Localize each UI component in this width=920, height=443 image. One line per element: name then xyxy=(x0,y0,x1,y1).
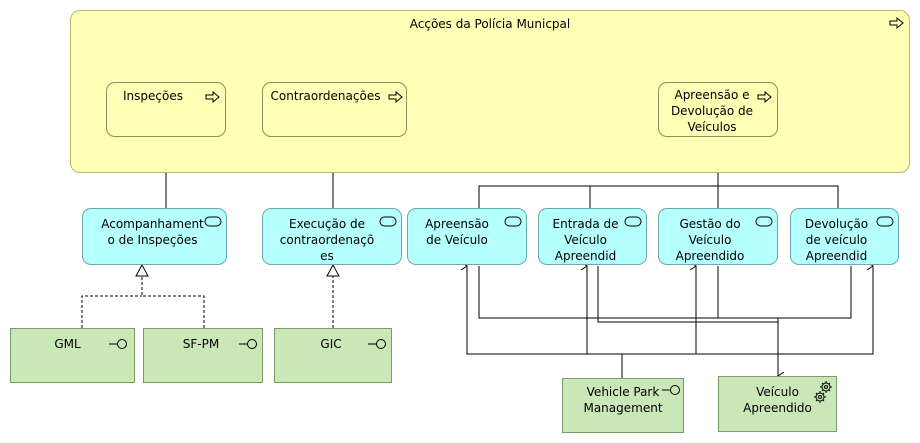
interface-icon xyxy=(662,385,680,395)
process-inspecoes[interactable]: Inspeções xyxy=(106,82,226,137)
component-label: GML xyxy=(54,337,81,351)
service-icon xyxy=(204,216,222,227)
edge-vpm-services xyxy=(466,266,874,378)
process-label: Inspeções xyxy=(123,89,183,103)
edge-services-veiculo xyxy=(478,266,852,373)
service-icon xyxy=(755,216,773,227)
edge-gml-acomp xyxy=(81,276,205,328)
process-arrow-icon xyxy=(205,91,220,103)
process-arrow-icon xyxy=(757,91,772,103)
process-arrow-icon xyxy=(889,17,904,29)
interface-icon xyxy=(368,339,386,349)
component-sfpm[interactable]: SF-PM xyxy=(143,328,263,383)
process-label: Contraordenações xyxy=(270,89,381,103)
service-icon xyxy=(504,216,522,227)
realization-triangle xyxy=(135,263,149,277)
component-label: GIC xyxy=(320,337,342,351)
process-arrow-icon xyxy=(388,91,403,103)
interface-icon xyxy=(239,339,257,349)
component-gml[interactable]: GML xyxy=(10,328,135,383)
service-icon xyxy=(624,216,642,227)
gear-icon xyxy=(814,381,832,403)
service-icon xyxy=(876,216,894,227)
process-contraordenacoes[interactable]: Contraordenações xyxy=(262,82,407,137)
component-label: SF-PM xyxy=(182,337,220,351)
component-gic[interactable]: GIC xyxy=(274,328,392,383)
container-title: Acções da Polícia Municpal xyxy=(409,17,571,31)
service-icon xyxy=(379,216,397,227)
interface-icon xyxy=(109,339,127,349)
